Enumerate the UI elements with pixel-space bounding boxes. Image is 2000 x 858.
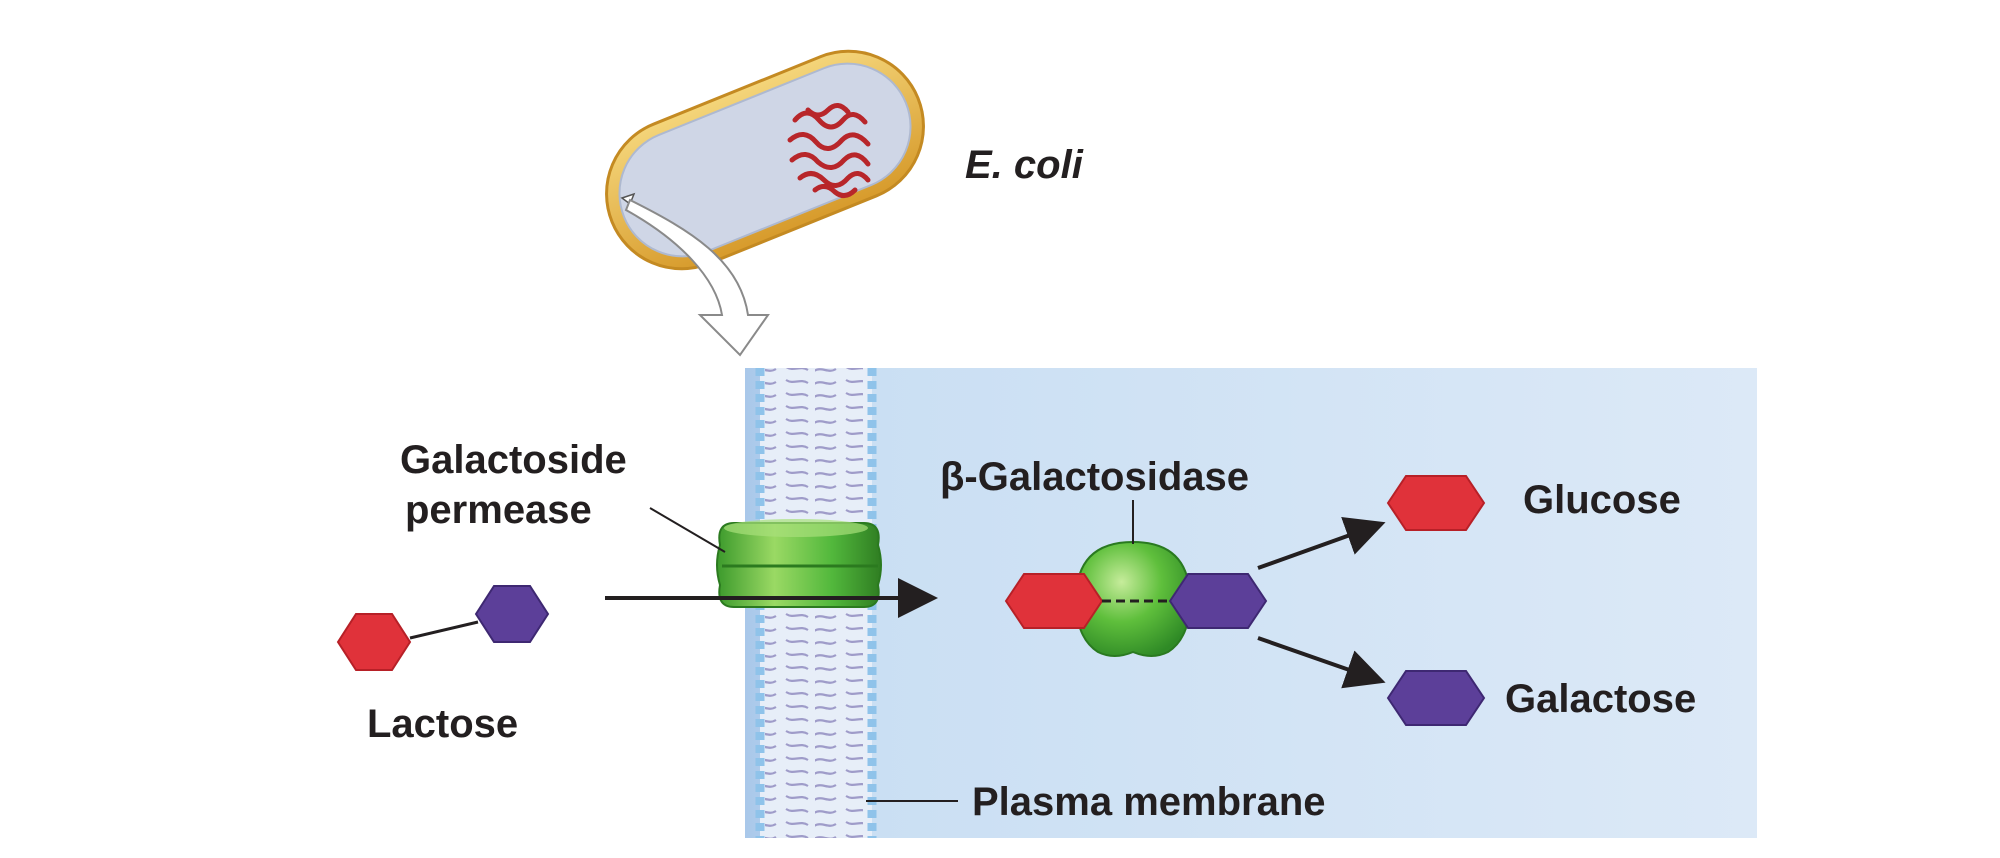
arrow-to-galactose bbox=[1257, 636, 1386, 689]
beta-galactosidase-complex bbox=[1004, 500, 1268, 657]
lactose-galactose-hexagon bbox=[474, 585, 550, 643]
galactose-hexagon bbox=[1386, 670, 1486, 726]
lactose-label: Lactose bbox=[367, 702, 518, 746]
ecoli-cell bbox=[605, 49, 925, 271]
galactoside-permease bbox=[716, 519, 882, 608]
permease-label-line1: Galactoside bbox=[400, 438, 627, 482]
lactose-glucose-hexagon bbox=[336, 613, 412, 671]
glucose-label: Glucose bbox=[1523, 478, 1681, 522]
galactosidase-label: β-Galactosidase bbox=[940, 455, 1249, 499]
glucose-hexagon bbox=[1386, 475, 1486, 531]
zoom-arrow bbox=[624, 198, 770, 357]
bound-glucose-hexagon bbox=[1004, 573, 1104, 629]
bound-galactose-hexagon bbox=[1168, 573, 1268, 629]
galactose-label: Galactose bbox=[1505, 677, 1696, 721]
glycosidic-bond bbox=[409, 620, 479, 640]
ecoli-label: E. coli bbox=[965, 143, 1084, 187]
arrow-to-glucose bbox=[1257, 516, 1386, 570]
beta-galactosidase-enzyme bbox=[1074, 540, 1192, 657]
permease-label-line2: permease bbox=[405, 488, 592, 532]
permease-pointer bbox=[649, 507, 726, 553]
lactose-molecule bbox=[336, 585, 550, 671]
plasma-membrane-label: Plasma membrane bbox=[972, 780, 1326, 824]
dna-nucleoid bbox=[787, 103, 871, 198]
cell-cytoplasm bbox=[618, 62, 912, 258]
